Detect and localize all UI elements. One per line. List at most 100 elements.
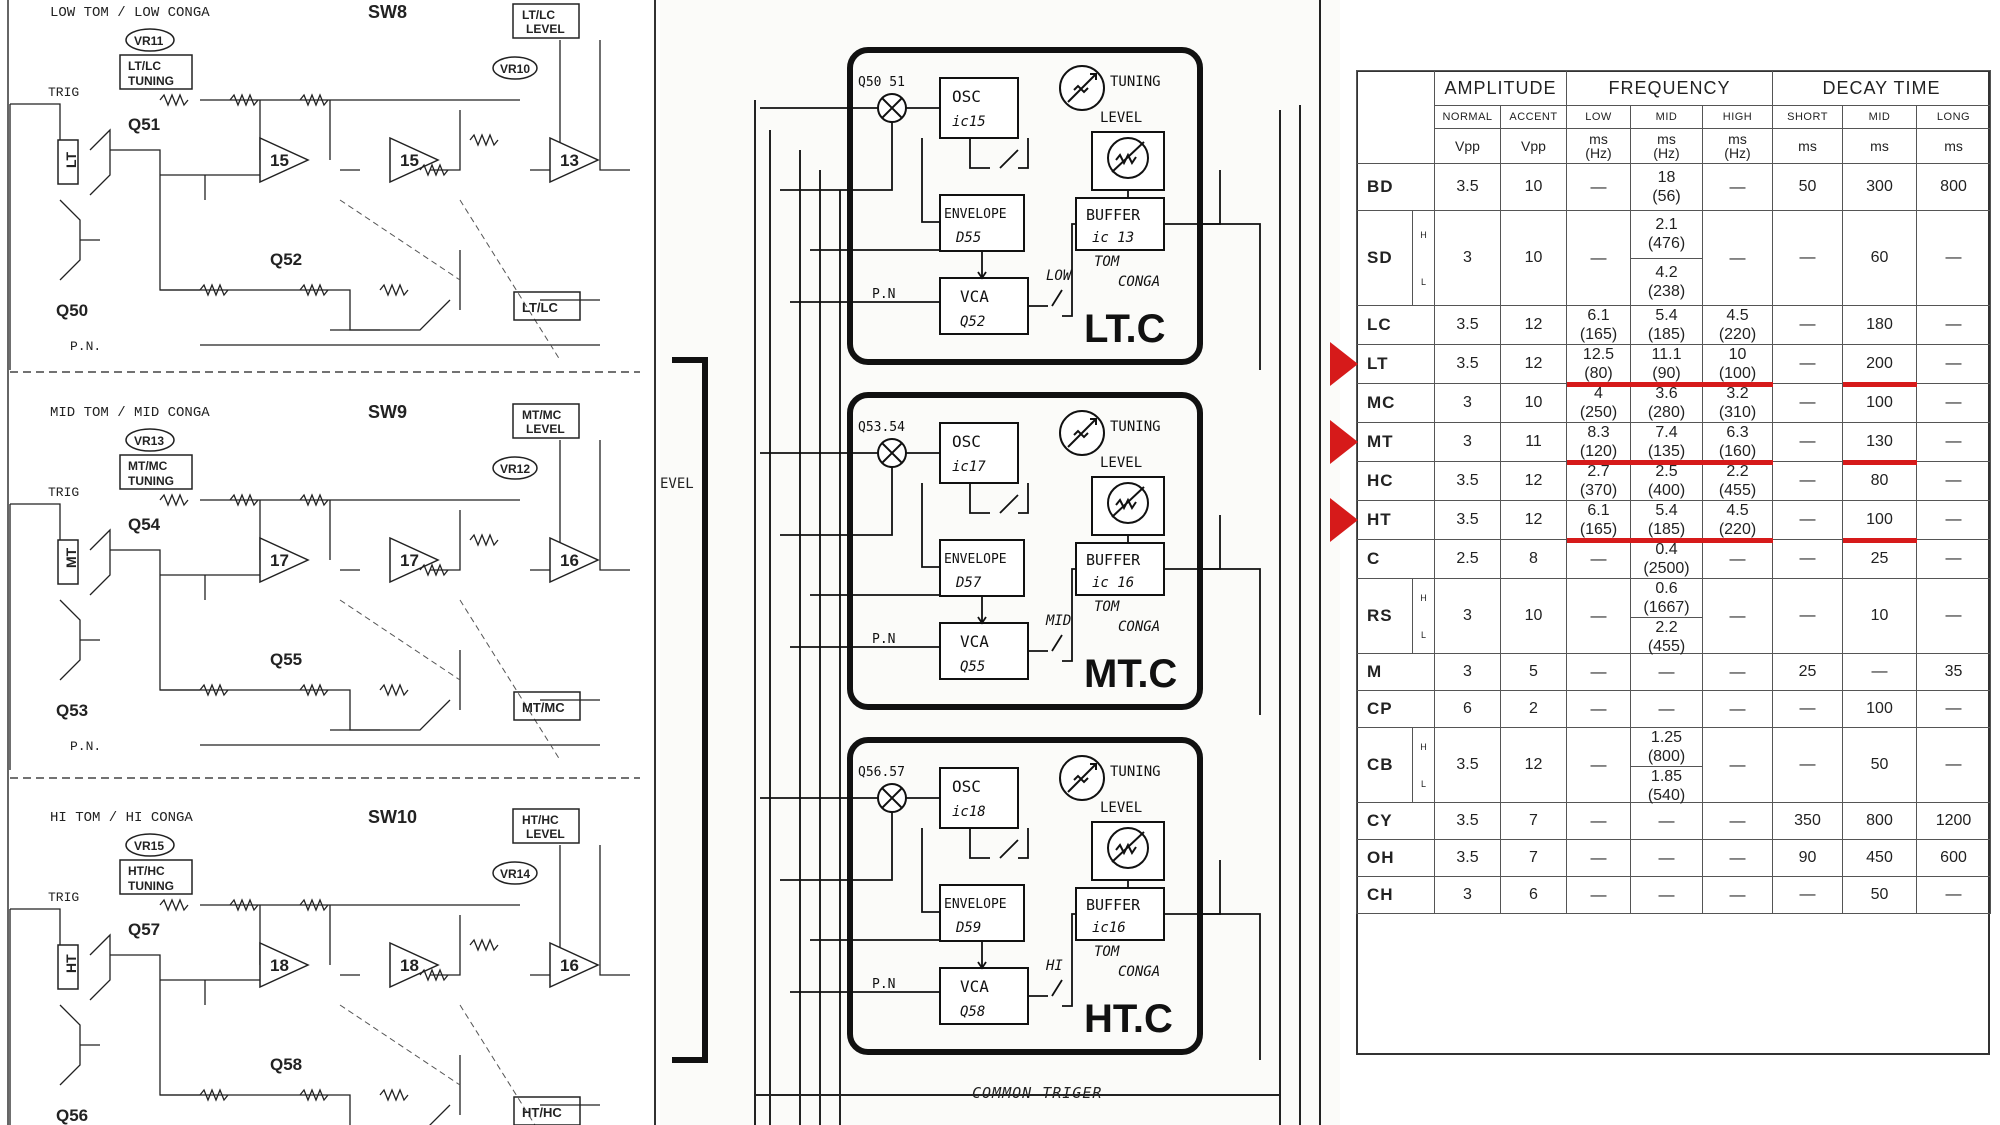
opamp-symbol bbox=[389, 536, 440, 584]
freq-high-cell: — bbox=[1701, 727, 1774, 803]
freq-high-cell: 2.2(455) bbox=[1701, 461, 1774, 501]
normal-cell: 3 bbox=[1434, 383, 1501, 423]
env-to-vca-wire bbox=[977, 596, 987, 625]
voice-block: Q56.57OSCic18TUNINGLEVELENVELOPED59BUFFE… bbox=[760, 737, 1261, 1060]
freq-low-cell: 2.7(370) bbox=[1566, 461, 1631, 501]
freq-high-cell: — bbox=[1701, 653, 1774, 691]
dash-guide bbox=[339, 1004, 536, 1125]
accent-cell: 10 bbox=[1500, 210, 1567, 306]
envelope-ic-label: D55 bbox=[955, 230, 981, 246]
subheader-cell: NORMAL bbox=[1434, 105, 1501, 129]
freq-low-cell: — bbox=[1566, 578, 1631, 654]
output-label: HT/HC bbox=[522, 1105, 562, 1120]
tuning-label-line1: MT/MC bbox=[128, 459, 168, 473]
level-label: LEVEL bbox=[1100, 800, 1142, 816]
accent-cell: 12 bbox=[1500, 727, 1567, 803]
level-vr-label: VR14 bbox=[500, 867, 530, 881]
tuning-box bbox=[119, 859, 193, 895]
vca-switch-wire bbox=[1028, 913, 1076, 1007]
tuning-vr-label: VR11 bbox=[134, 34, 164, 48]
freq-mid-cell: — bbox=[1630, 802, 1703, 840]
level-vr-label: VR10 bbox=[500, 62, 530, 76]
block-name: LT.C bbox=[1084, 307, 1165, 351]
resistor bbox=[199, 683, 229, 697]
freq-high-cell: 6.3(160) bbox=[1701, 422, 1774, 462]
switch-label: SW10 bbox=[368, 807, 417, 827]
normal-cell: 3.5 bbox=[1434, 500, 1501, 540]
side-label: MT bbox=[63, 547, 79, 568]
resistor bbox=[299, 1088, 329, 1102]
unit-cell: ms bbox=[1916, 128, 1992, 164]
voice-block: Q50 51OSCic15TUNINGLEVELENVELOPED55BUFFE… bbox=[760, 47, 1261, 370]
tuning-vr-label: VR13 bbox=[134, 434, 164, 448]
freq-mid-cell: 18(56) bbox=[1630, 163, 1703, 211]
instrument-cell: SD bbox=[1356, 210, 1413, 306]
decay-mid-cell: 50 bbox=[1842, 876, 1918, 914]
osc-ic-label: ic15 bbox=[952, 114, 986, 130]
decay-long-cell: — bbox=[1916, 539, 1992, 579]
resistor bbox=[419, 563, 449, 577]
transistor-q-left: Q51 bbox=[128, 115, 160, 134]
common-trigger-label: COMMON TRIGER bbox=[972, 1084, 1102, 1102]
freq-mid-cell: 7.4(135) bbox=[1630, 422, 1703, 462]
envelope-ic-label: D59 bbox=[955, 920, 981, 936]
freq-low-cell: 12.5(80) bbox=[1566, 344, 1631, 384]
h-l-label: H bbox=[1420, 741, 1427, 752]
decay-short-cell: 25 bbox=[1772, 653, 1844, 691]
instrument-cell: CY bbox=[1356, 802, 1435, 840]
tuning-arrow-icon bbox=[1067, 73, 1097, 103]
freq-mid-value: 0.6(1667) bbox=[1643, 580, 1690, 616]
wire bbox=[160, 979, 351, 1125]
normal-cell: 3.5 bbox=[1434, 461, 1501, 501]
opamp-label: 18 bbox=[400, 956, 419, 975]
normal-cell: 2.5 bbox=[1434, 539, 1501, 579]
decay-short-cell: — bbox=[1772, 422, 1844, 462]
wire bbox=[59, 599, 100, 681]
decay-long-cell: 800 bbox=[1916, 163, 1992, 211]
vca-switch-wire bbox=[1028, 568, 1076, 662]
wire bbox=[59, 199, 100, 281]
level-label-line2: LEVEL bbox=[526, 22, 565, 36]
decay-mid-cell: 100 bbox=[1842, 690, 1918, 728]
subheader-cell: SHORT bbox=[1772, 105, 1844, 129]
q-top-label: Q56.57 bbox=[858, 765, 905, 780]
decay-long-cell: — bbox=[1916, 876, 1992, 914]
dash-guide bbox=[339, 599, 561, 761]
section-title: HI TOM / HI CONGA bbox=[50, 810, 193, 826]
decay-short-cell: — bbox=[1772, 210, 1844, 306]
env-to-vca-wire bbox=[977, 251, 987, 280]
resistor bbox=[299, 283, 329, 297]
decay-mid-cell: 100 bbox=[1842, 383, 1918, 423]
opamp-label: 15 bbox=[270, 151, 289, 170]
signal-wire bbox=[780, 122, 893, 191]
section-title: LOW TOM / LOW CONGA bbox=[50, 5, 210, 21]
transistor-q-bottom: Q50 bbox=[56, 301, 88, 320]
resistor bbox=[379, 1088, 409, 1102]
section-title: MID TOM / MID CONGA bbox=[50, 405, 210, 421]
output-box bbox=[513, 1096, 581, 1125]
accent-cell: 12 bbox=[1500, 344, 1567, 384]
accent-cell: 2 bbox=[1500, 690, 1567, 728]
instrument-cell: C bbox=[1356, 539, 1435, 579]
freq-mid-cell: 0.4(2500) bbox=[1630, 539, 1703, 579]
osc-box bbox=[939, 767, 1019, 829]
resistor bbox=[159, 898, 189, 912]
freq-high-cell: — bbox=[1701, 539, 1774, 579]
resistor bbox=[299, 898, 329, 912]
resistor bbox=[199, 1088, 229, 1102]
freq-mid-cell: 5.4(185) bbox=[1630, 500, 1703, 540]
mixer-cross bbox=[881, 442, 903, 464]
decay-mid-cell: 50 bbox=[1842, 727, 1918, 803]
accent-cell: 12 bbox=[1500, 305, 1567, 345]
level-vr-label: VR12 bbox=[500, 462, 530, 476]
level-label: LEVEL bbox=[1100, 110, 1142, 126]
voice-word2: TOM bbox=[1094, 254, 1120, 270]
opamp-label: 17 bbox=[400, 551, 419, 570]
decay-long-cell: 600 bbox=[1916, 839, 1992, 877]
tuning-arrow-icon bbox=[1067, 763, 1097, 793]
osc-ic-label: ic18 bbox=[952, 804, 986, 820]
